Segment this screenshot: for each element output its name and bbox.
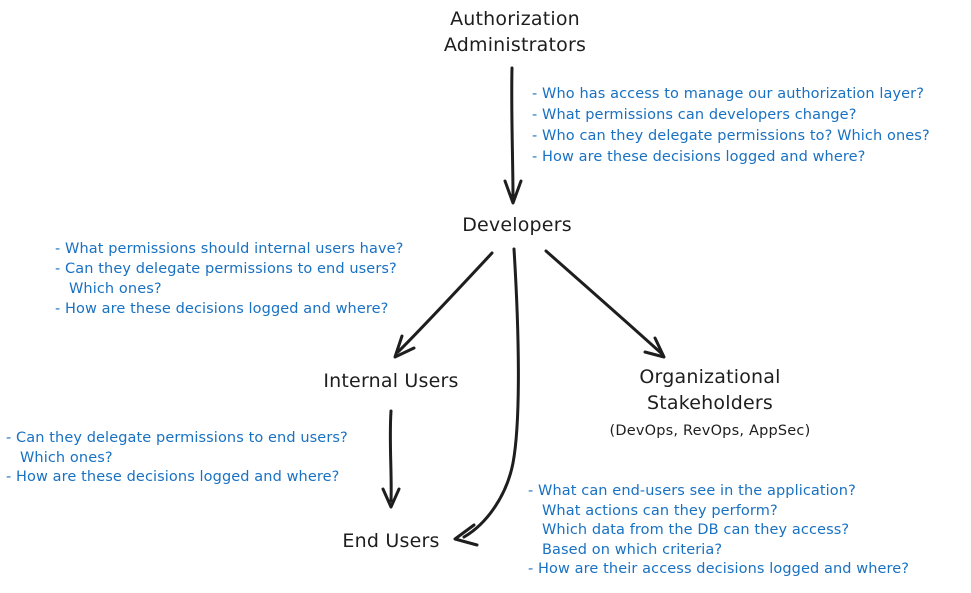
question-line: Based on which criteria? <box>542 541 723 558</box>
node-organizational-stakeholders-line2: Stakeholders <box>647 392 773 414</box>
question-line: - What can end-users see in the applicat… <box>528 483 856 499</box>
arrow-admins-to-developers <box>503 66 523 205</box>
question-line: - What permissions can developers change… <box>532 107 857 123</box>
question-line: Which ones? <box>20 449 113 466</box>
node-organizational-stakeholders: Organizational Stakeholders (DevOps, Rev… <box>596 364 824 441</box>
question-line: - How are their access decisions logged … <box>528 561 910 577</box>
arrow-internal-users-to-end-users <box>381 409 401 509</box>
question-line: - Can they delegate permissions to end u… <box>55 261 397 277</box>
question-line: - Can they delegate permissions to end u… <box>6 430 348 446</box>
questions-end-users-access: - What can end-users see in the applicat… <box>528 482 909 580</box>
node-end-users-label: End Users <box>342 530 440 552</box>
arrow-developers-to-organizational-stakeholders <box>544 249 666 359</box>
node-end-users: End Users <box>330 528 452 554</box>
question-line: - What permissions should internal users… <box>55 241 404 257</box>
question-line: What actions can they perform? <box>542 502 778 519</box>
question-line: - How are these decisions logged and whe… <box>6 469 340 485</box>
node-organizational-stakeholders-line1: Organizational <box>639 366 781 388</box>
node-developers-label: Developers <box>462 214 572 236</box>
question-line: Which data from the DB can they access? <box>542 522 850 538</box>
node-authorization-administrators: Authorization Administrators <box>399 6 631 58</box>
node-developers: Developers <box>437 212 597 238</box>
questions-admins-to-developers: - Who has access to manage our authoriza… <box>532 84 930 168</box>
question-line: - How are these decisions logged and whe… <box>532 149 866 165</box>
node-internal-users: Internal Users <box>305 368 477 394</box>
questions-developers-to-internal-users: - What permissions should internal users… <box>55 239 403 319</box>
question-line: - How are these decisions logged and whe… <box>55 301 389 317</box>
node-authorization-administrators-line1: Authorization <box>450 8 580 30</box>
node-internal-users-label: Internal Users <box>323 370 459 392</box>
question-line: - Who can they delegate permissions to? … <box>532 128 930 144</box>
question-line: - Who has access to manage our authoriza… <box>532 86 925 102</box>
node-organizational-stakeholders-sublabel: (DevOps, RevOps, AppSec) <box>609 423 811 439</box>
arrow-developers-to-internal-users <box>393 251 494 359</box>
questions-internal-users-to-end-users: - Can they delegate permissions to end u… <box>6 429 348 488</box>
question-line: Which ones? <box>69 281 162 297</box>
node-authorization-administrators-line2: Administrators <box>443 34 587 56</box>
arrow-developers-to-end-users <box>453 247 520 547</box>
